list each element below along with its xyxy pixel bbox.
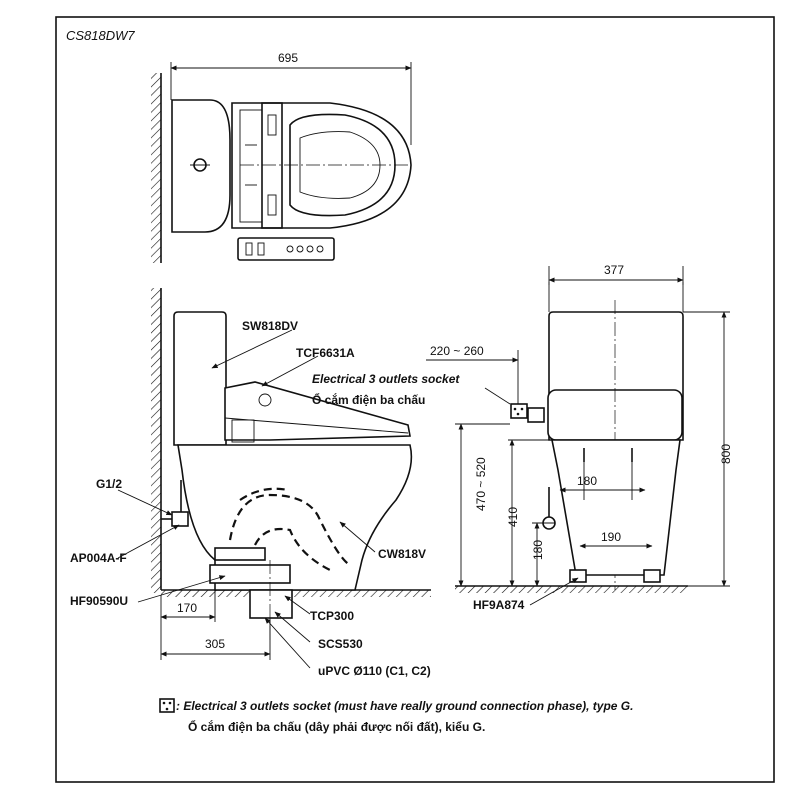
label-pipe: uPVC Ø110 (C1, C2) [318, 664, 431, 678]
dim-socket-range: 220 ~ 260 [430, 344, 484, 358]
socket-label-en: Electrical 3 outlets socket [312, 372, 460, 386]
socket-label-vi: Ổ cắm điện ba chấu [312, 392, 425, 407]
label-front-flange: HF9A874 [473, 598, 525, 612]
angle-valve [171, 511, 189, 527]
front-view [455, 282, 688, 593]
bowl-front [551, 439, 681, 576]
tank-side [173, 311, 227, 446]
seat-side [224, 381, 411, 441]
tank-top-outline [171, 99, 231, 233]
dim-170: 170 [177, 601, 197, 615]
side-view [151, 288, 431, 640]
dim-410: 410 [506, 507, 520, 527]
sheet-border [55, 16, 775, 783]
footnote-en: : Electrical 3 outlets socket (must have… [176, 699, 633, 713]
outlet-pipe [249, 589, 293, 619]
footnote: : Electrical 3 outlets socket (must have… [159, 698, 633, 734]
dim-180-horizontal: 180 [577, 474, 597, 488]
dim-800: 800 [719, 444, 733, 464]
remote-control [237, 237, 335, 261]
model-label: CS818DW7 [66, 28, 135, 43]
dim-180-vertical: 180 [531, 540, 545, 560]
dim-305: 305 [205, 637, 225, 651]
label-bowl: CW818V [378, 547, 426, 561]
label-gasket: SCS530 [318, 637, 363, 651]
label-adapter: TCP300 [310, 609, 354, 623]
footnote-vi: Ổ cắm điện ba chấu (dây phải được nối đấ… [188, 719, 485, 734]
dim-190: 190 [601, 530, 621, 544]
label-flange: HF90590U [70, 594, 128, 608]
label-hose: AP004A-F [70, 551, 127, 565]
label-tank: SW818DV [242, 319, 298, 333]
top-view: 695 [151, 51, 412, 263]
label-valve: G1/2 [96, 477, 122, 491]
dim-377: 377 [604, 263, 624, 277]
top-view-wall-hatch [151, 73, 161, 263]
label-seat: TCF6631A [296, 346, 355, 360]
dim-695: 695 [278, 51, 298, 65]
power-socket-front [510, 403, 528, 419]
dim-socket-height: 470 ~ 520 [474, 457, 488, 511]
seat-top-outline [231, 102, 412, 229]
